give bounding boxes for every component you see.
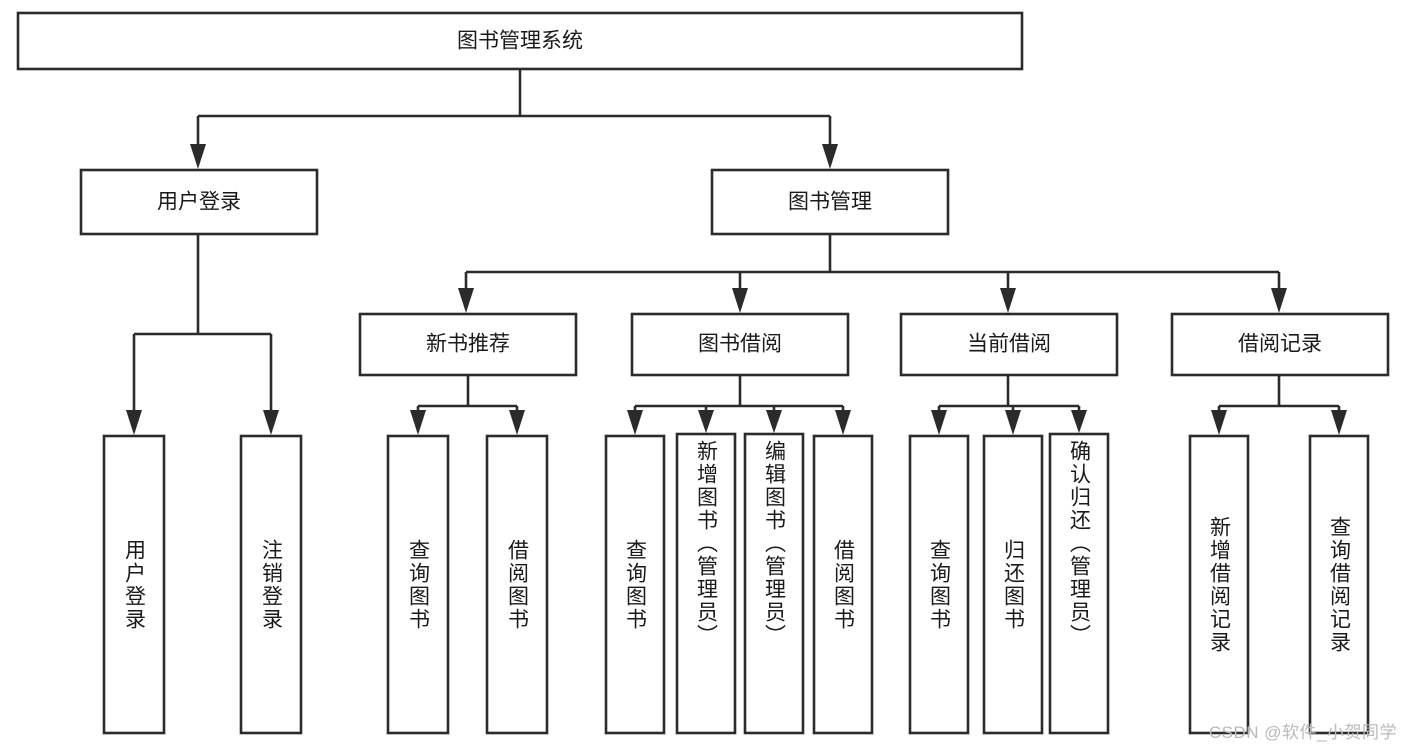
arrow-head-leaf-user-login [126,410,142,435]
arrow-head-leaf-logout [263,410,279,435]
node-leaf-confirm-return[interactable] [1048,432,1110,735]
connector-group [126,69,1347,435]
node-leaf-logout[interactable] [239,434,303,735]
node-leaf-query-book-3[interactable] [908,434,970,735]
arrow-head-leaf-query-book-2 [627,410,643,435]
node-leaf-user-login[interactable] [102,434,166,735]
arrow-head-current-borrow [1000,288,1016,313]
node-leaf-add-book[interactable] [675,432,737,735]
node-leaf-borrow-book-2[interactable] [812,434,874,735]
label-user-login: 用户登录 [157,191,241,214]
node-borrow-record[interactable] [1170,312,1390,377]
arrow-head-user-login [190,144,206,169]
arrow-head-book-management [822,144,838,169]
node-new-book-recommend[interactable] [358,312,578,377]
arrow-head-leaf-query-record [1331,410,1347,435]
label-book-borrow: 图书借阅 [698,333,782,356]
horizontal-label-group: 图书管理系统 用户登录 图书管理 新书推荐 图书借阅 当前借阅 借阅记录 [157,30,1322,356]
node-leaf-query-book-2[interactable] [604,434,666,735]
arrow-head-leaf-add-book [698,410,714,433]
arrow-head-leaf-return-book [1005,410,1021,435]
node-leaf-borrow-book-1[interactable] [485,434,549,735]
node-box-group [16,11,1390,735]
label-book-management: 图书管理 [788,191,872,214]
arrow-head-book-borrow [732,288,748,313]
arrow-head-new-book-recommend [458,288,474,313]
arrow-head-borrow-record [1271,288,1287,313]
arrow-head-leaf-query-book-3 [931,410,947,435]
node-leaf-query-record[interactable] [1308,434,1370,735]
label-root: 图书管理系统 [457,30,583,53]
node-leaf-query-book-1[interactable] [386,434,450,735]
arrow-head-leaf-query-book-1 [410,410,426,435]
arrow-head-leaf-confirm-return [1071,410,1087,433]
arrow-head-leaf-borrow-book-1 [509,410,525,435]
label-borrow-record: 借阅记录 [1238,333,1322,356]
arrow-head-leaf-add-record [1211,410,1227,435]
node-root[interactable] [16,11,1024,71]
arrow-head-leaf-borrow-book-2 [835,410,851,435]
node-leaf-return-book[interactable] [982,434,1044,735]
node-current-borrow[interactable] [899,312,1119,377]
arrow-head-leaf-edit-book [766,410,782,433]
node-leaf-add-record[interactable] [1188,434,1250,735]
node-user-login[interactable] [79,168,319,236]
node-leaf-edit-book[interactable] [743,432,805,735]
label-current-borrow: 当前借阅 [967,333,1051,356]
label-new-book-recommend: 新书推荐 [426,333,510,356]
node-book-management[interactable] [710,168,950,236]
watermark-text: CSDN @软件_小贺同学 [1208,723,1397,742]
node-book-borrow[interactable] [630,312,850,377]
